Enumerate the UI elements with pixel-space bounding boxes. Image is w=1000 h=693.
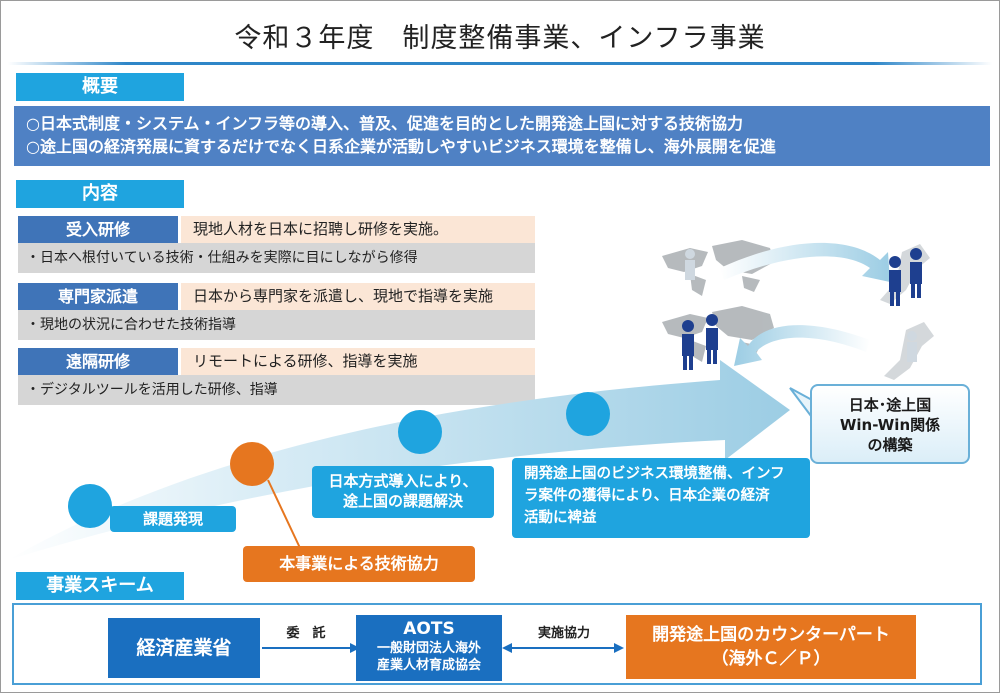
scheme-box-partner-line-1: 開発途上国のカウンターパート bbox=[652, 625, 890, 645]
category-sub-expert-dispatch: ・現地の状況に合わせた技術指導 bbox=[18, 310, 535, 340]
category-sub-accept-training: ・日本へ根付いている技術・仕組みを実際に目にしながら修得 bbox=[18, 243, 535, 273]
category-sub-remote-training: ・デジタルツールを活用した研修、指導 bbox=[18, 375, 535, 405]
stage-box-technical-cooperation: 本事業による技術協力 bbox=[243, 546, 475, 582]
category-label-accept-training: 受入研修 bbox=[18, 216, 178, 243]
scheme-tab: 事業スキーム bbox=[16, 572, 184, 600]
title-underline bbox=[8, 62, 992, 65]
scheme-box-partner-line-2: （海外Ｃ／Ｐ） bbox=[711, 649, 831, 669]
stage-box-benefit-line-2: ラ案件の獲得により、日本企業の経済 bbox=[524, 488, 770, 504]
scheme-box-partner: 開発途上国のカウンターパート （海外Ｃ／Ｐ） bbox=[626, 615, 916, 679]
stage-box-benefit: 開発途上国のビジネス環境整備、インフ ラ案件の獲得により、日本企業の経済 活動に… bbox=[512, 458, 810, 538]
stage-box-technical-cooperation-label: 本事業による技術協力 bbox=[279, 554, 439, 573]
overview-tab: 概要 bbox=[16, 73, 184, 101]
business-person-icon bbox=[907, 331, 917, 362]
win-win-callout-line-3: の構築 bbox=[867, 436, 913, 454]
overview-line-2: ○途上国の経済発展に資するだけでなく日系企業が活動しやすいビジネス環境を整備し、… bbox=[26, 137, 776, 156]
stage2-connector bbox=[267, 479, 301, 549]
category-desc-expert-dispatch: 日本から専門家を派遣し、現地で指導を実施 bbox=[181, 283, 535, 310]
stage-circle-1 bbox=[68, 484, 112, 528]
scheme-box-aots-line-1: 一般財団法人海外 bbox=[376, 641, 481, 656]
overview-box: ○日本式制度・システム・インフラ等の導入、普及、促進を目的とした開発途上国に対す… bbox=[14, 106, 990, 166]
arrow-meti-to-aots bbox=[262, 643, 360, 653]
japan-arrow-right bbox=[720, 242, 890, 282]
slide-title: 令和３年度 制度整備事業、インフラ事業 bbox=[234, 23, 766, 54]
scheme-box-aots-line-2: 産業人材育成協会 bbox=[376, 658, 481, 673]
win-win-callout-line-1: 日本･途上国 bbox=[848, 396, 932, 414]
win-win-callout-line-2: Win-Win関係 bbox=[839, 416, 941, 434]
world-map-icon bbox=[662, 240, 774, 296]
stage-circle-3 bbox=[398, 410, 442, 454]
category-desc-remote-training: リモートによる研修、指導を実施 bbox=[181, 348, 535, 375]
overview-line-1: ○日本式制度・システム・インフラ等の導入、普及、促進を目的とした開発途上国に対す… bbox=[26, 114, 744, 133]
stage-box-problem: 課題発現 bbox=[110, 506, 236, 532]
stage-box-benefit-line-1: 開発途上国のビジネス環境整備、インフ bbox=[524, 466, 785, 482]
scheme-label-entrust: 委 託 bbox=[286, 626, 326, 641]
stage-box-benefit-line-3: 活動に裨益 bbox=[524, 510, 597, 526]
stage-box-solution-line-2: 途上国の課題解決 bbox=[342, 492, 463, 510]
category-label-expert-dispatch: 専門家派遣 bbox=[18, 283, 178, 310]
stage-box-solution-line-1: 日本方式導入により、 bbox=[328, 472, 478, 490]
win-win-callout: 日本･途上国 Win-Win関係 の構築 bbox=[810, 384, 970, 464]
business-person-icon bbox=[685, 249, 695, 280]
scheme-box-aots-title: AOTS bbox=[403, 619, 455, 639]
stage-box-problem-label: 課題発現 bbox=[142, 510, 203, 528]
stage-box-solution: 日本方式導入により、 途上国の課題解決 bbox=[312, 466, 494, 518]
stage-circle-2 bbox=[230, 442, 274, 486]
business-people-icon bbox=[889, 248, 922, 306]
scheme-frame bbox=[12, 603, 982, 685]
arrow-aots-partner-bidirectional bbox=[502, 643, 624, 653]
scheme-box-aots: AOTS 一般財団法人海外 産業人材育成協会 bbox=[356, 615, 502, 681]
scheme-box-meti-label: 経済産業省 bbox=[136, 637, 232, 659]
business-people-icon bbox=[682, 314, 718, 370]
scheme-box-meti: 経済産業省 bbox=[108, 618, 260, 678]
scheme-label-cooperation: 実施協力 bbox=[537, 626, 590, 641]
category-desc-accept-training: 現地人材を日本に招聘し研修を実施。 bbox=[181, 216, 535, 243]
category-label-remote-training: 遠隔研修 bbox=[18, 348, 178, 375]
japan-arrow-left bbox=[734, 325, 870, 366]
stage-circle-4 bbox=[566, 392, 610, 436]
content-tab: 内容 bbox=[16, 180, 184, 208]
